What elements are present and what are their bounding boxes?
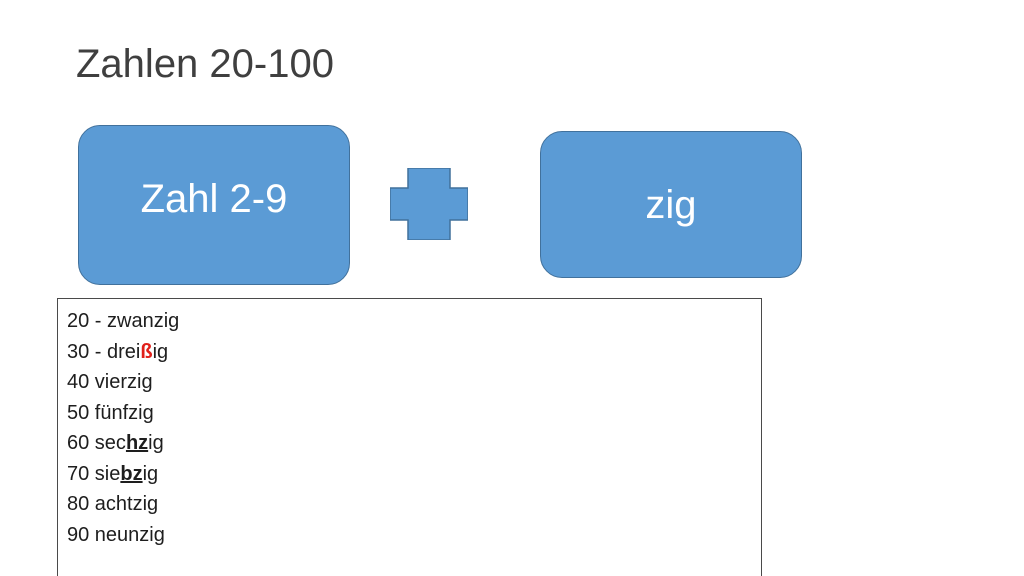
number-box-label: Zahl 2-9 [140,177,288,221]
suffix-box: zig [540,131,802,278]
list-item: 90 neunzig [67,523,165,546]
number-box: Zahl 2-9 [78,125,350,285]
list-item: 20 - zwanzig [67,310,180,332]
number-list-box: 20 - zwanzig 30 - dreißig 40 vierzig 50 … [57,298,762,576]
plus-icon-shape [389,167,469,241]
highlight-letters: hz [125,432,149,454]
suffix-box-label: zig [645,182,697,227]
list-item: 60 sechzig [67,432,164,454]
highlight-letters: bz [120,462,143,485]
list-item: 50 fünfzig [67,401,154,424]
list-item: 40 vierzig [67,371,153,393]
plus-icon [389,167,469,241]
list-item: 30 - dreißig [67,340,169,363]
slide-title: Zahlen 20-100 [76,42,334,86]
list-item: 80 achtzig [67,493,159,515]
highlight-letter: ß [140,340,153,363]
list-item: 70 siebzig [67,462,159,485]
